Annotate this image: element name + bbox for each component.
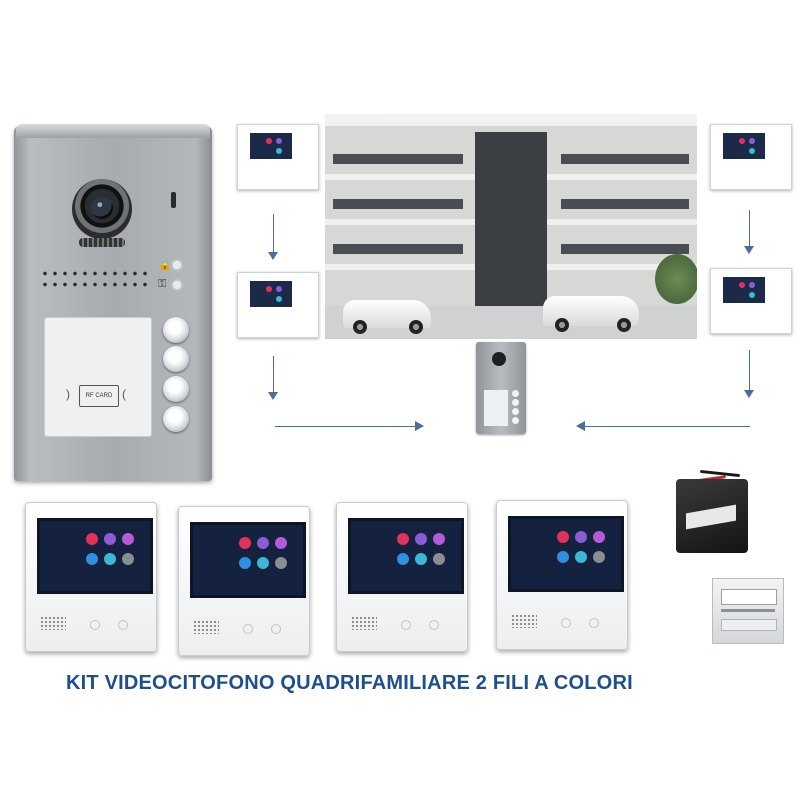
kit-title-caption: KIT VIDEOCITOFONO QUADRIFAMILIARE 2 FILI…: [66, 672, 633, 694]
monitor-screen: [508, 516, 624, 592]
rf-wave-left-icon: ): [66, 387, 70, 401]
mini-monitor-bottom-left: [237, 272, 319, 338]
rf-wave-right-icon: (: [122, 387, 126, 401]
arrow-down-icon: [273, 356, 274, 396]
indoor-monitor-3: [336, 502, 468, 652]
indoor-monitor-4: [496, 500, 628, 650]
call-button-3[interactable]: [163, 376, 189, 402]
mini-door-station: [476, 342, 526, 434]
monitor-screen: [37, 518, 153, 594]
monitor-screen: [190, 522, 306, 598]
arrow-down-head: [268, 252, 278, 260]
call-button-2[interactable]: [163, 346, 189, 372]
infrared-led-strip: [79, 238, 125, 247]
microphone-slot: [171, 192, 176, 208]
arrow-right-head: [415, 421, 424, 431]
arrow-left-head: [576, 421, 585, 431]
indoor-monitor-1: [25, 502, 157, 652]
monitor-screen: [348, 518, 464, 594]
arrow-down-head: [744, 390, 754, 398]
key-status-led: [173, 281, 181, 289]
lock-status-led: [173, 261, 181, 269]
video-distributor: [712, 578, 784, 644]
arrow-down-head: [744, 246, 754, 254]
arrow-down-icon: [273, 214, 274, 258]
arrow-right-icon: [275, 426, 417, 427]
lock-icon: 🔒: [158, 259, 172, 271]
arrow-down-icon: [749, 350, 750, 394]
door-station-rain-hood: [16, 124, 210, 138]
arrow-left-icon: [584, 426, 750, 427]
call-button-1[interactable]: [163, 317, 189, 343]
camera-lens: [91, 197, 113, 219]
arrow-down-icon: [749, 210, 750, 250]
mini-monitor-bottom-right: [710, 268, 792, 334]
arrow-down-head: [268, 392, 278, 400]
call-button-4[interactable]: [163, 406, 189, 432]
mini-monitor-top-left: [237, 124, 319, 190]
power-supply-unit: [676, 479, 748, 553]
mini-monitor-top-right: [710, 124, 792, 190]
rf-card-icon: RF CARD: [79, 385, 119, 407]
indoor-monitor-2: [178, 506, 310, 656]
speaker-grille: [40, 268, 150, 290]
apartment-building-photo: [325, 114, 697, 339]
key-icon: ⚿: [158, 278, 167, 290]
rf-reader-area: [44, 317, 152, 437]
